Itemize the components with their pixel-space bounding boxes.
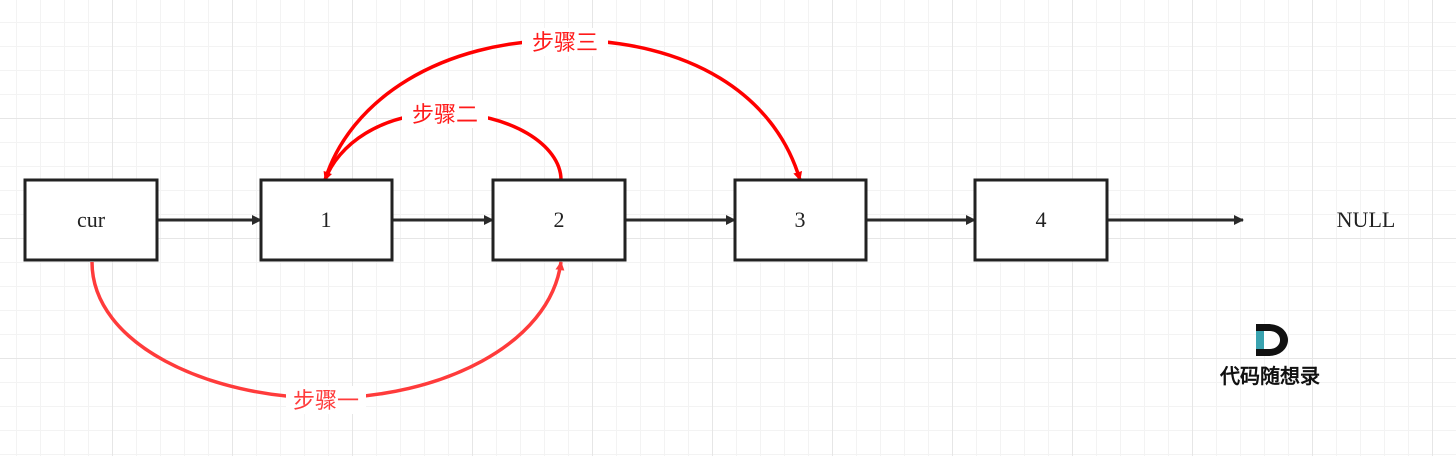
step1-label-group: 步骤一 bbox=[286, 386, 366, 414]
step1-label: 步骤一 bbox=[293, 389, 359, 414]
node-3-label: 3 bbox=[795, 207, 806, 232]
node-1-label: 1 bbox=[321, 207, 332, 232]
watermark-text: 代码随想录 bbox=[1219, 364, 1320, 388]
node-cur: cur bbox=[23, 178, 159, 262]
step3-label: 步骤三 bbox=[532, 31, 598, 56]
letter-d-logo-icon bbox=[1256, 324, 1288, 356]
node-cur-label: cur bbox=[77, 207, 106, 232]
node-4: 4 bbox=[973, 178, 1109, 262]
step2-label: 步骤二 bbox=[412, 103, 478, 128]
node-3: 3 bbox=[733, 178, 868, 262]
step2-label-group: 步骤二 bbox=[402, 100, 488, 128]
node-1: 1 bbox=[259, 178, 394, 262]
watermark: 代码随想录 bbox=[1219, 324, 1320, 388]
step1-curve bbox=[90, 261, 565, 400]
step3-label-group: 步骤三 bbox=[522, 28, 608, 56]
node-2-label: 2 bbox=[554, 207, 565, 232]
step3-curve bbox=[323, 38, 803, 181]
node-2: 2 bbox=[491, 178, 627, 262]
node-4-label: 4 bbox=[1036, 207, 1047, 232]
null-label: NULL bbox=[1337, 207, 1396, 232]
